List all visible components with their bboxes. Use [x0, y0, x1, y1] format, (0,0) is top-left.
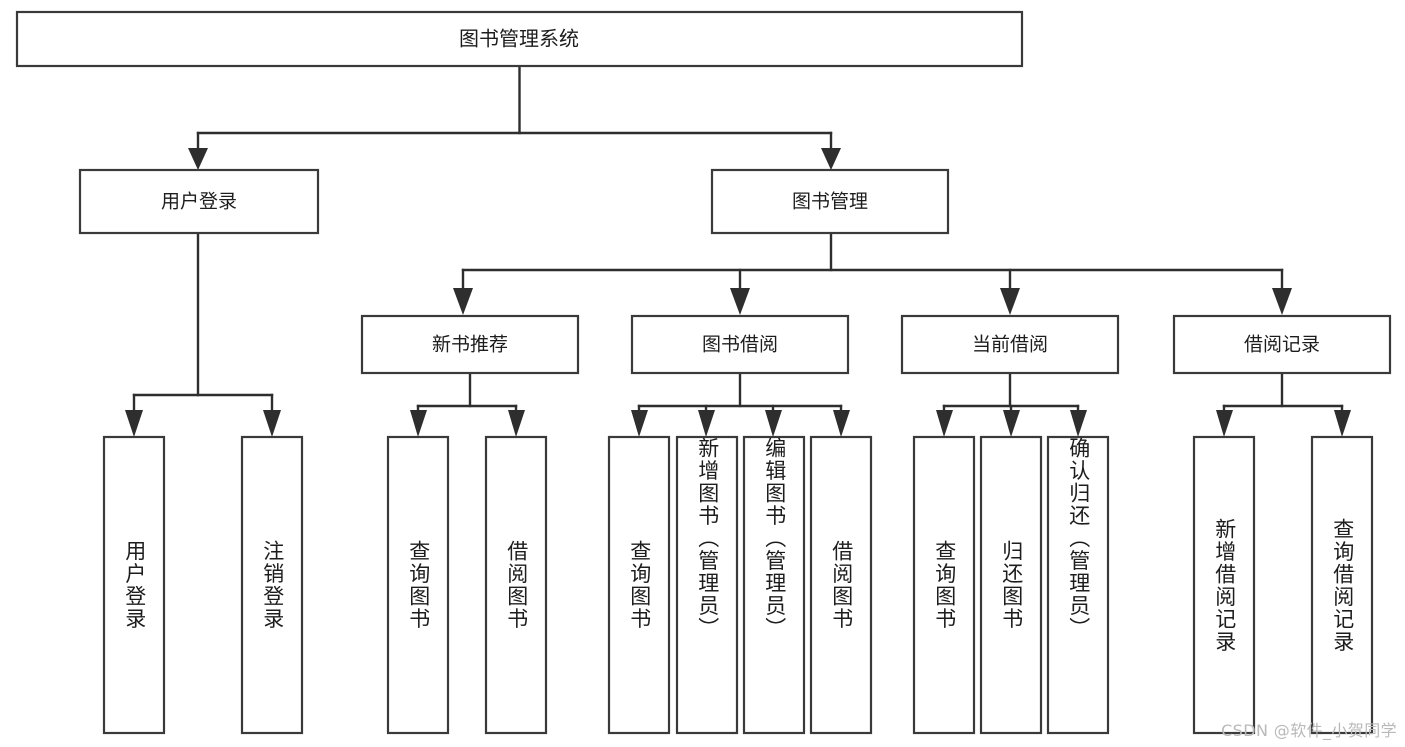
leaf-box-bb-2[interactable]	[675, 435, 739, 735]
node-borrow-record-box[interactable]	[1172, 314, 1392, 375]
node-layer: 图书管理系统 用户登录 图书管理 新书推荐 图书借阅 当前借阅 借阅记录	[15, 10, 1392, 735]
node-book-borrow-label: 图书借阅	[702, 334, 778, 356]
arrow-to-new-book-recommend	[453, 288, 473, 315]
csdn-watermark: CSDN @软件_小贺同学	[1221, 721, 1397, 740]
arrow-to-current-borrow	[1000, 288, 1020, 315]
arrow-to-leaf-user-login	[125, 410, 143, 437]
node-current-borrow-box[interactable]	[900, 314, 1120, 375]
arrow-to-borrow-record	[1272, 288, 1292, 315]
leaf-box-cb-3[interactable]	[1046, 435, 1110, 735]
node-root-label: 图书管理系统	[459, 27, 579, 51]
arrow-bb-leaf-3	[765, 410, 782, 437]
node-book-manage-box[interactable]	[710, 168, 950, 235]
leaf-box-bb-1[interactable]	[607, 435, 671, 735]
arrow-nbr-leaf-2	[508, 410, 525, 437]
leaf-box-cb-1[interactable]	[912, 435, 976, 735]
arrow-to-leaf-logout	[263, 410, 281, 437]
arrow-cb-leaf-2	[1003, 410, 1020, 437]
arrow-to-user-login	[188, 148, 208, 170]
leaf-box-cb-2[interactable]	[979, 435, 1043, 735]
leaf-box-br-1[interactable]	[1192, 435, 1256, 735]
arrow-nbr-leaf-1	[410, 410, 427, 437]
arrow-br-leaf-1	[1216, 410, 1233, 437]
leaf-box-bb-4[interactable]	[809, 435, 873, 735]
arrow-br-leaf-2	[1334, 410, 1351, 437]
node-new-book-recommend-box[interactable]	[360, 314, 580, 375]
node-root-box[interactable]	[15, 10, 1024, 68]
leaf-box-bb-3[interactable]	[742, 435, 806, 735]
arrow-cb-leaf-3	[1070, 410, 1087, 437]
arrow-to-book-borrow	[730, 288, 750, 315]
arrow-cb-leaf-1	[936, 410, 953, 437]
leaf-box-br-2[interactable]	[1310, 435, 1374, 735]
connector-layer	[125, 64, 1351, 437]
node-book-manage-label: 图书管理	[792, 191, 868, 213]
node-new-book-recommend-label: 新书推荐	[432, 334, 508, 356]
leaf-box-user-login-1[interactable]	[102, 435, 166, 735]
node-book-borrow-box[interactable]	[630, 314, 850, 375]
leaf-box-nbr-2[interactable]	[484, 435, 548, 735]
leaf-box-user-login-2[interactable]	[240, 435, 304, 735]
node-current-borrow-label: 当前借阅	[972, 334, 1048, 356]
arrow-bb-leaf-2	[698, 410, 715, 437]
arrow-to-book-manage	[821, 148, 841, 170]
arrow-bb-leaf-1	[631, 410, 648, 437]
arrow-bb-leaf-4	[833, 410, 850, 437]
node-user-login-box[interactable]	[78, 168, 320, 235]
node-borrow-record-label: 借阅记录	[1244, 334, 1320, 356]
leaf-box-nbr-1[interactable]	[386, 435, 450, 735]
node-user-login-label: 用户登录	[161, 191, 237, 213]
